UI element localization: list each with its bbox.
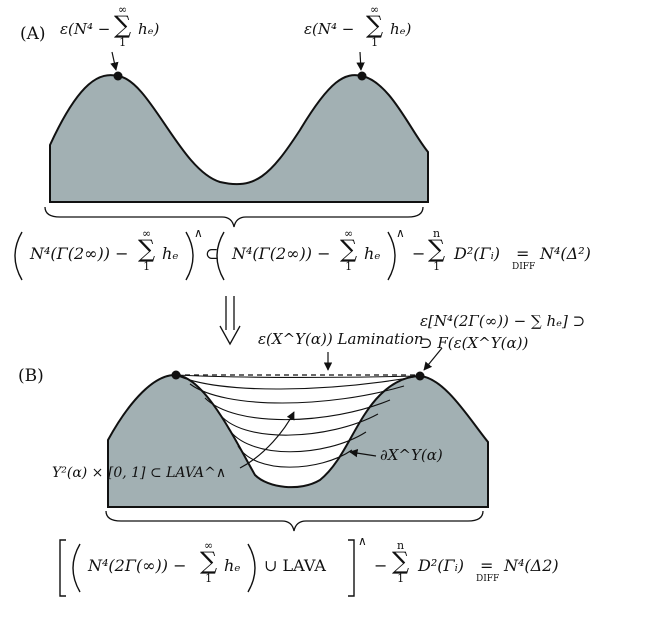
eq-b-result: N⁴(Δ2) — [504, 556, 559, 575]
sum-lower: 1 — [345, 259, 353, 273]
left-annotation-arrow — [239, 411, 295, 469]
left-annotation: Y²(α) × [0, 1] ⊂ LAVA^∧ — [52, 465, 227, 481]
eq-a-lhs-sum: ∞ ∑ 1 — [138, 227, 156, 273]
top-right-arrow — [423, 347, 443, 371]
panel-a-brace — [44, 206, 424, 228]
panel-a-peak-dot-left — [113, 71, 123, 81]
panel-a-peak-dot-right — [357, 71, 367, 81]
sum-upper: n — [433, 227, 441, 240]
eq-b-d-term: D²(Γᵢ) — [418, 556, 465, 575]
eq-a-diff-label: DIFF — [512, 262, 536, 272]
eq-a-lhs: N⁴(Γ(2∞)) − — [30, 244, 129, 263]
eq-b-inner-sum: ∞ ∑ 1 — [200, 539, 218, 585]
sum-lower: 1 — [433, 259, 441, 273]
panel-a-label: (A) — [20, 24, 46, 44]
eq-a-lhs-hat: ∧ — [194, 226, 203, 240]
panel-a-surface — [49, 74, 429, 203]
eq-b-diff-label: DIFF — [476, 574, 500, 584]
panel-b-peak-dot-left — [171, 370, 181, 380]
eq-a-rhs-term: hₑ — [364, 244, 381, 263]
panel-a-arrow-left — [110, 51, 119, 71]
sum-lower: 1 — [205, 571, 213, 585]
panel-a-left-sum: ∞ ∑ 1 — [114, 3, 132, 49]
eq-a-d-term: D²(Γᵢ) — [454, 244, 501, 263]
sum-upper: ∞ — [343, 227, 354, 240]
panel-b-peak-dot-right — [415, 371, 425, 381]
panel-a-peak-annotation-right: ε(N⁴ − — [304, 20, 355, 38]
eq-b-lava: ∪ LAVA — [264, 556, 326, 575]
eq-b-hat: ∧ — [358, 534, 367, 548]
panel-transition-arrow — [219, 296, 241, 346]
sum-lower: 1 — [119, 35, 127, 49]
panel-a-arrow-right — [356, 51, 365, 71]
eq-a-subset: ⊂ — [205, 244, 219, 263]
lamination-curves — [175, 374, 421, 468]
eq-a-d-sum: n ∑ 1 — [428, 227, 446, 273]
eq-a-lhs-term: hₑ — [162, 244, 179, 263]
eq-a-minus: − — [412, 244, 426, 263]
sum-upper: ∞ — [369, 3, 380, 16]
eq-b-diff-eq: = — [480, 556, 494, 575]
panel-a-right-sum: ∞ ∑ 1 — [366, 3, 384, 49]
right-annotation-arrow — [349, 448, 377, 458]
eq-b-minus: − — [374, 556, 388, 575]
sum-upper: ∞ — [117, 3, 128, 16]
top-right-annotation-line2: ⊃ F(ε(X^Y(α)) — [420, 334, 529, 352]
equation-a-delimiters — [14, 231, 396, 281]
sum-lower: 1 — [397, 571, 405, 585]
panel-a-left-term: hₑ) — [138, 20, 160, 38]
eq-a-diff-eq: = — [516, 244, 530, 263]
right-annotation: ∂X^Y(α) — [380, 446, 443, 464]
panel-b-label: (B) — [18, 366, 44, 386]
eq-b-inner: N⁴(2Γ(∞)) − — [88, 556, 187, 575]
sum-upper: n — [397, 539, 405, 552]
eq-b-inner-term: hₑ — [224, 556, 241, 575]
sum-lower: 1 — [371, 35, 379, 49]
eq-b-d-sum: n ∑ 1 — [392, 539, 410, 585]
lamination-label: ε(X^Y(α)) Lamination — [258, 330, 424, 348]
eq-a-rhs: N⁴(Γ(2∞)) − — [232, 244, 331, 263]
panel-b-surface — [107, 373, 489, 508]
eq-a-rhs-hat: ∧ — [396, 226, 405, 240]
eq-a-rhs-sum: ∞ ∑ 1 — [340, 227, 358, 273]
panel-a-right-term: hₑ) — [390, 20, 412, 38]
eq-a-result: N⁴(Δ²) — [540, 244, 591, 263]
sum-upper: ∞ — [203, 539, 214, 552]
panel-a-peak-annotation-left: ε(N⁴ − — [60, 20, 111, 38]
equation-b-delimiters — [59, 539, 355, 597]
sum-upper: ∞ — [141, 227, 152, 240]
sum-lower: 1 — [143, 259, 151, 273]
top-right-annotation-line1: ε[N⁴(2Γ(∞)) − ∑ hₑ] ⊃ — [420, 312, 586, 330]
panel-b-brace — [105, 510, 484, 532]
